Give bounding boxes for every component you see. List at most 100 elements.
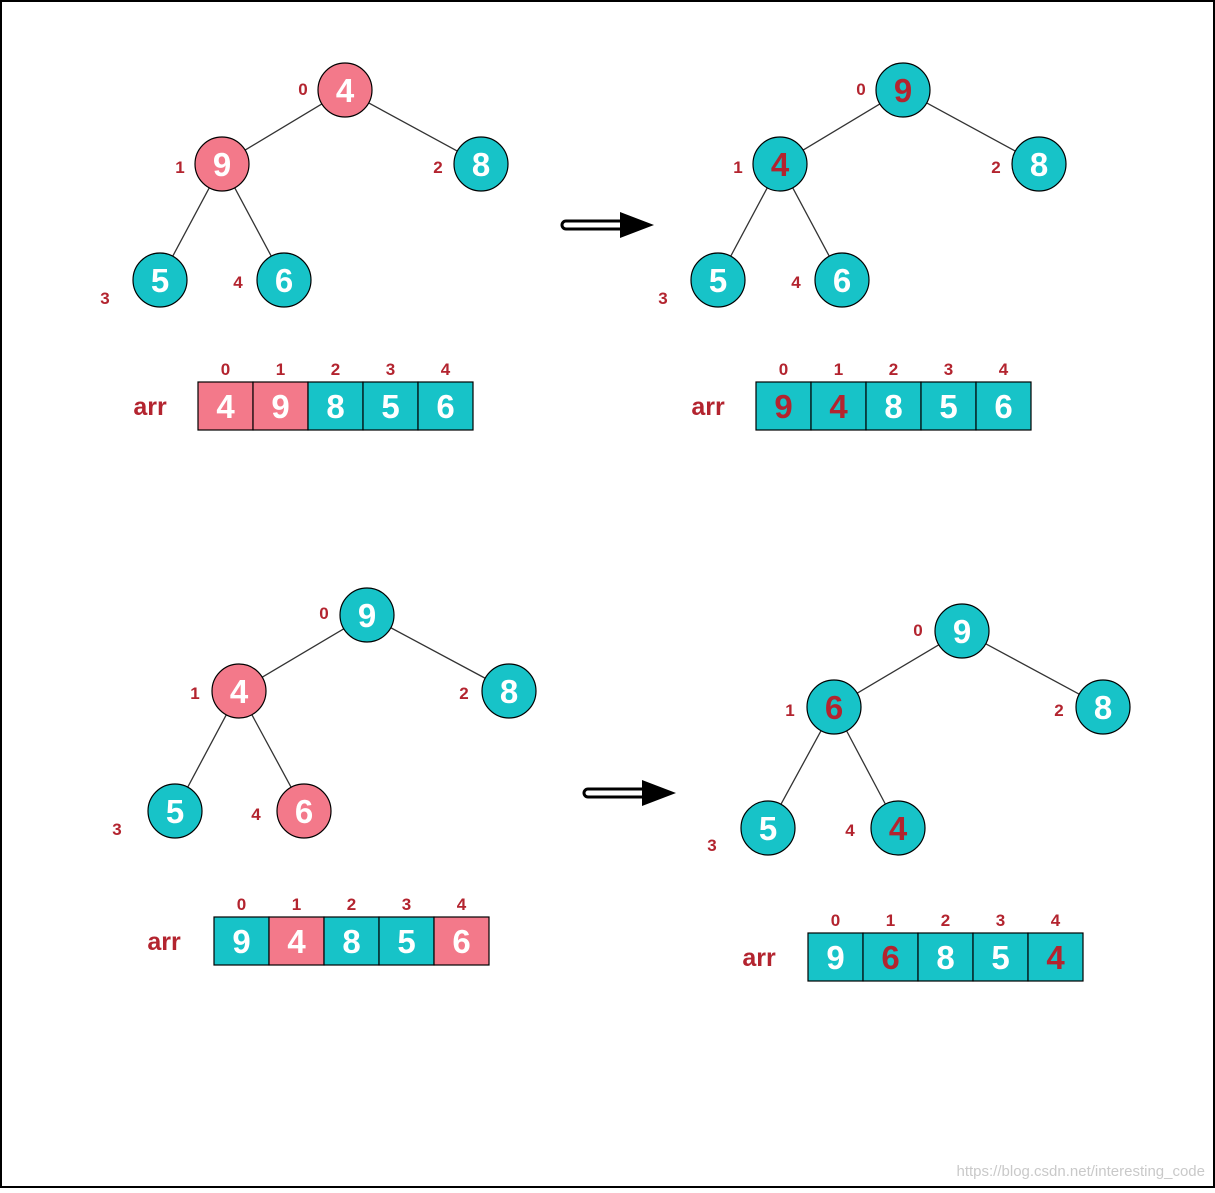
node-value: 9	[894, 72, 912, 109]
node-circle	[211, 663, 267, 719]
node-circle	[132, 252, 188, 308]
node-circle	[752, 136, 808, 192]
node-circle	[934, 603, 990, 659]
tree-edge	[856, 644, 940, 694]
node-value: 8	[472, 146, 490, 183]
node-index-label: 3	[707, 836, 716, 855]
array-cell-box	[378, 916, 435, 966]
tree-edge	[261, 628, 345, 678]
array-index-label: 0	[779, 360, 788, 379]
array-cell-value: 5	[381, 388, 399, 425]
tree-node: 41	[190, 663, 267, 719]
tree-edge	[172, 187, 210, 257]
node-index-label: 0	[319, 604, 328, 623]
array-cell-value: 4	[829, 388, 848, 425]
array-index-label: 4	[999, 360, 1009, 379]
node-circle	[276, 783, 332, 839]
tree-node: 53	[658, 252, 746, 308]
node-index-label: 1	[190, 684, 199, 703]
node-circle	[875, 62, 931, 118]
array-cell-value: 5	[397, 923, 415, 960]
tree-node: 40	[298, 62, 373, 118]
array-index-label: 3	[386, 360, 395, 379]
node-circle	[453, 136, 509, 192]
node-index-label: 3	[100, 289, 109, 308]
watermark-text: https://blog.csdn.net/interesting_code	[957, 1163, 1206, 1180]
tree-node: 82	[991, 136, 1067, 192]
array-cell-box	[307, 381, 364, 431]
array-index-label: 2	[941, 911, 950, 930]
tree-edge	[244, 103, 323, 151]
tree-edge	[926, 102, 1016, 152]
node-index-label: 1	[785, 701, 794, 720]
tree-edge	[187, 714, 227, 788]
node-value: 4	[336, 72, 355, 109]
node-index-label: 1	[733, 158, 742, 177]
node-index-label: 0	[856, 80, 865, 99]
node-index-label: 4	[233, 273, 243, 292]
tree-node: 82	[459, 663, 537, 719]
array-cell: 82	[865, 360, 922, 431]
node-index-label: 4	[845, 821, 855, 840]
array-cell-box	[807, 932, 864, 982]
arrows-layer	[560, 212, 676, 806]
tree-node: 44	[845, 800, 926, 856]
node-circle	[256, 252, 312, 308]
array-cell: 40	[197, 360, 254, 431]
tree-node: 90	[319, 587, 395, 643]
array-cell: 82	[917, 911, 974, 982]
node-circle	[740, 800, 796, 856]
array-cell-value: 6	[881, 939, 899, 976]
array-index-label: 1	[886, 911, 895, 930]
node-value: 4	[230, 673, 249, 710]
tree-edge	[802, 103, 881, 151]
tree-edges	[187, 627, 486, 788]
array-cell-value: 8	[936, 939, 954, 976]
tree-edge	[234, 187, 272, 257]
transition-arrow-icon	[560, 212, 654, 238]
array-index-label: 4	[441, 360, 451, 379]
arrow-shaft	[560, 219, 626, 231]
node-circle	[814, 252, 870, 308]
array-cell-value: 9	[271, 388, 289, 425]
array-label: arr	[147, 928, 181, 956]
array-cell-value: 4	[1046, 939, 1065, 976]
tree-node: 90	[856, 62, 931, 118]
tree-node: 64	[251, 783, 332, 839]
array-label: arr	[742, 944, 776, 972]
array-cell-box	[268, 916, 325, 966]
array-index-label: 3	[996, 911, 1005, 930]
tree-edge	[730, 187, 768, 257]
tree-node: 82	[1054, 679, 1131, 735]
array-cell: 53	[362, 360, 419, 431]
array-cell-value: 6	[436, 388, 454, 425]
array-cell-value: 4	[216, 388, 235, 425]
array-cell: 82	[323, 895, 380, 966]
node-circle	[339, 587, 395, 643]
array-index-label: 0	[237, 895, 246, 914]
tree-edges	[780, 643, 1080, 805]
array-cell-box	[865, 381, 922, 431]
tree-edge	[368, 102, 458, 152]
tree-node: 82	[433, 136, 509, 192]
tree-edges	[172, 102, 458, 257]
arrow-head	[642, 780, 676, 806]
node-index-label: 3	[658, 289, 667, 308]
node-index-label: 0	[298, 80, 307, 99]
array-cell-value: 6	[994, 388, 1012, 425]
tree-edge	[251, 714, 292, 788]
array-cell-value: 8	[884, 388, 902, 425]
node-value: 9	[213, 146, 231, 183]
array-cell: 61	[862, 911, 919, 982]
array-cell-value: 5	[991, 939, 1009, 976]
tree-edge	[846, 730, 886, 805]
array-index-label: 0	[831, 911, 840, 930]
array-cell: 91	[252, 360, 309, 431]
array-cell-value: 5	[939, 388, 957, 425]
node-value: 9	[953, 613, 971, 650]
tree-edge	[985, 643, 1080, 695]
node-value: 8	[1094, 689, 1112, 726]
array-cell-box	[197, 381, 254, 431]
